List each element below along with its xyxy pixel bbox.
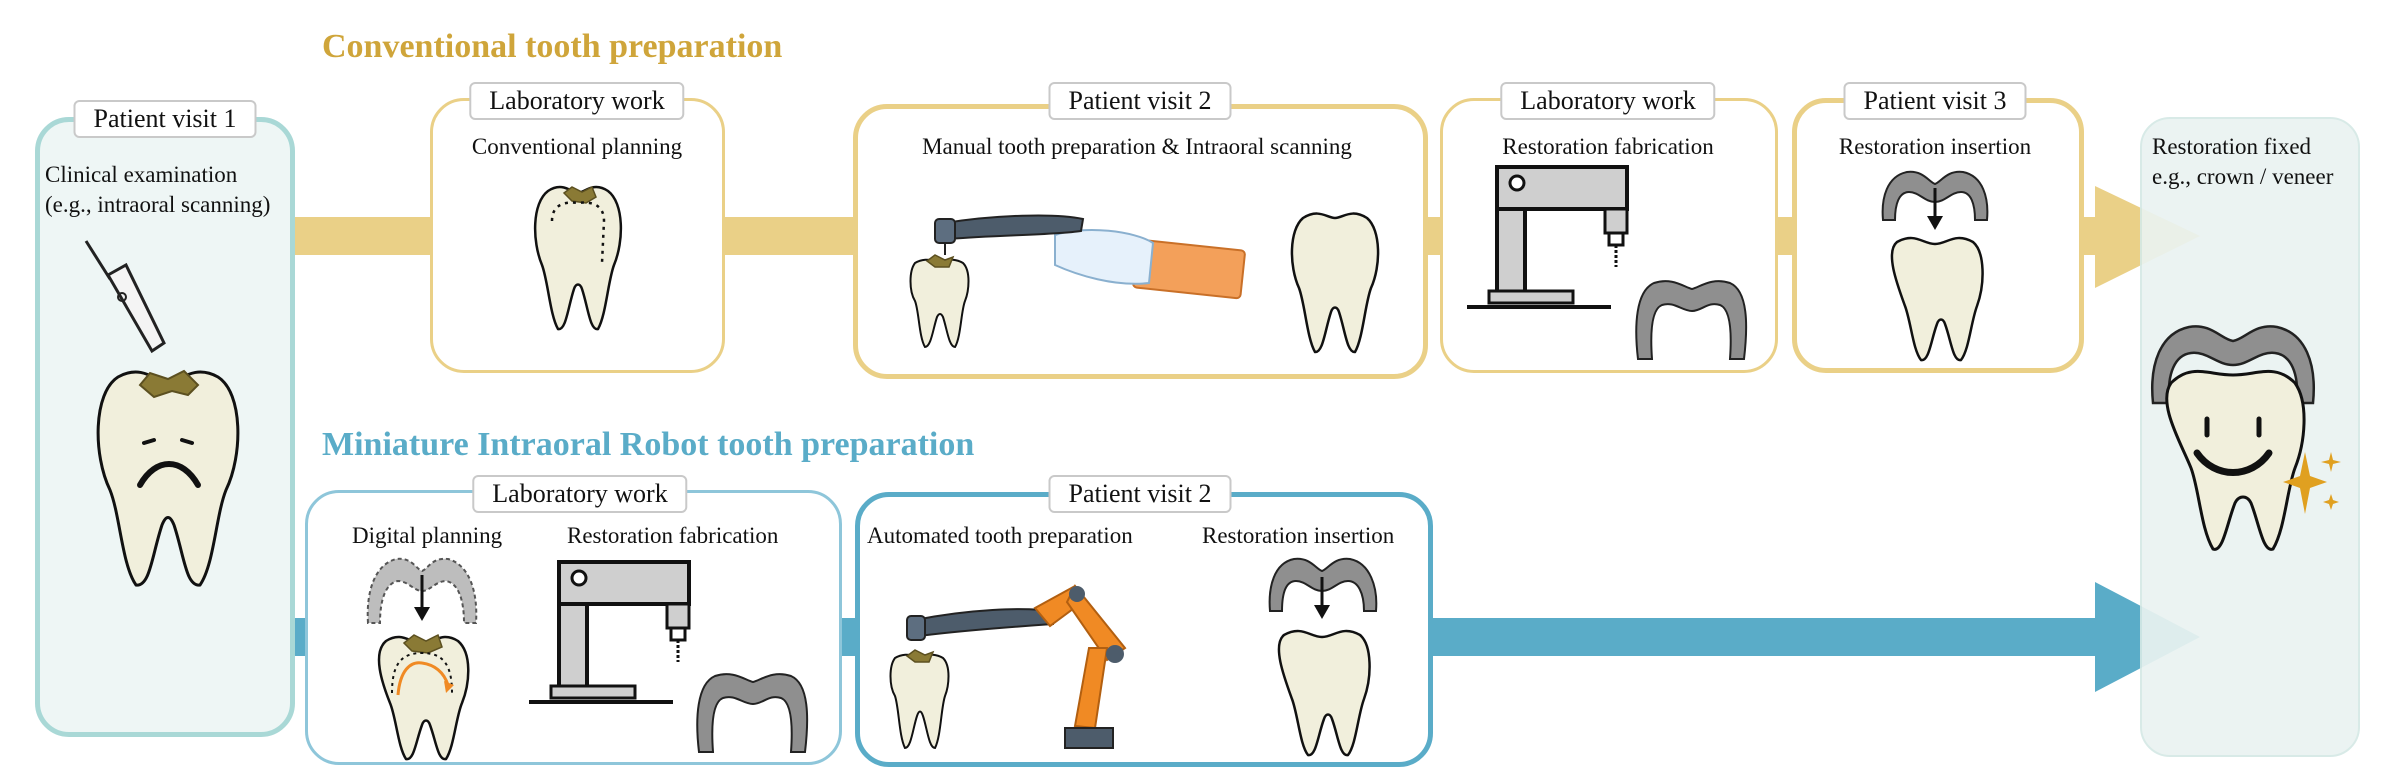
crown-restoration-icon <box>1635 280 1748 360</box>
restoration-fixed-example: e.g., crown / veneer <box>2152 164 2334 189</box>
digital-planning-tooth-icon <box>366 557 478 761</box>
robot-fabrication-caption: Restoration fabrication <box>567 523 779 548</box>
conventional-fabrication-tab: Laboratory work <box>1500 82 1716 120</box>
restoration-fixed-caption: Restoration fixed <box>2152 134 2312 159</box>
handpiece-in-hand-icon <box>909 214 1246 349</box>
milling-machine-icon <box>1467 165 1629 309</box>
digital-planning-caption: Digital planning <box>352 523 503 548</box>
robot-crown-restoration-icon <box>696 673 809 753</box>
conventional-lab-work-tab: Laboratory work <box>469 82 685 120</box>
patient-visit-1-tab: Patient visit 1 <box>73 100 257 138</box>
robotic-arm-icon <box>889 584 1127 750</box>
robot-insertion-caption: Restoration insertion <box>1202 523 1395 548</box>
clinical-examination-example: (e.g., intraoral scanning) <box>45 192 271 217</box>
conventional-patient-visit-2-tab: Patient visit 2 <box>1048 82 1232 120</box>
patient-visit-3-panel <box>1792 98 2084 373</box>
robot-crown-insertion-icon <box>1268 557 1378 757</box>
patient-visit-3-tab: Patient visit 3 <box>1843 82 2027 120</box>
robot-patient-visit-2-tab: Patient visit 2 <box>1048 475 1232 513</box>
planned-tooth-icon <box>533 185 623 331</box>
robot-lab-work-tab: Laboratory work <box>472 475 688 513</box>
robot-section-title: Miniature Intraoral Robot tooth preparat… <box>322 426 975 463</box>
conventional-planning-caption: Conventional planning <box>471 134 683 159</box>
restoration-fabrication-caption: Restoration fabrication <box>1502 134 1714 159</box>
decayed-sad-tooth-icon <box>96 369 240 587</box>
manual-preparation-caption: Manual tooth preparation & Intraoral sca… <box>922 134 1352 159</box>
happy-crowned-tooth-icon <box>2151 325 2315 551</box>
restoration-insertion-caption: Restoration insertion <box>1838 134 2032 159</box>
crown-insertion-icon <box>1881 170 1989 362</box>
prepared-tooth-icon <box>1290 212 1380 354</box>
automated-preparation-caption: Automated tooth preparation <box>867 523 1133 548</box>
robot-milling-machine-icon <box>529 560 691 704</box>
clinical-examination-caption: Clinical examination <box>45 162 238 187</box>
intraoral-scanner-icon <box>84 240 166 354</box>
sparkle-icon <box>2283 452 2341 514</box>
conventional-section-title: Conventional tooth preparation <box>322 28 783 65</box>
